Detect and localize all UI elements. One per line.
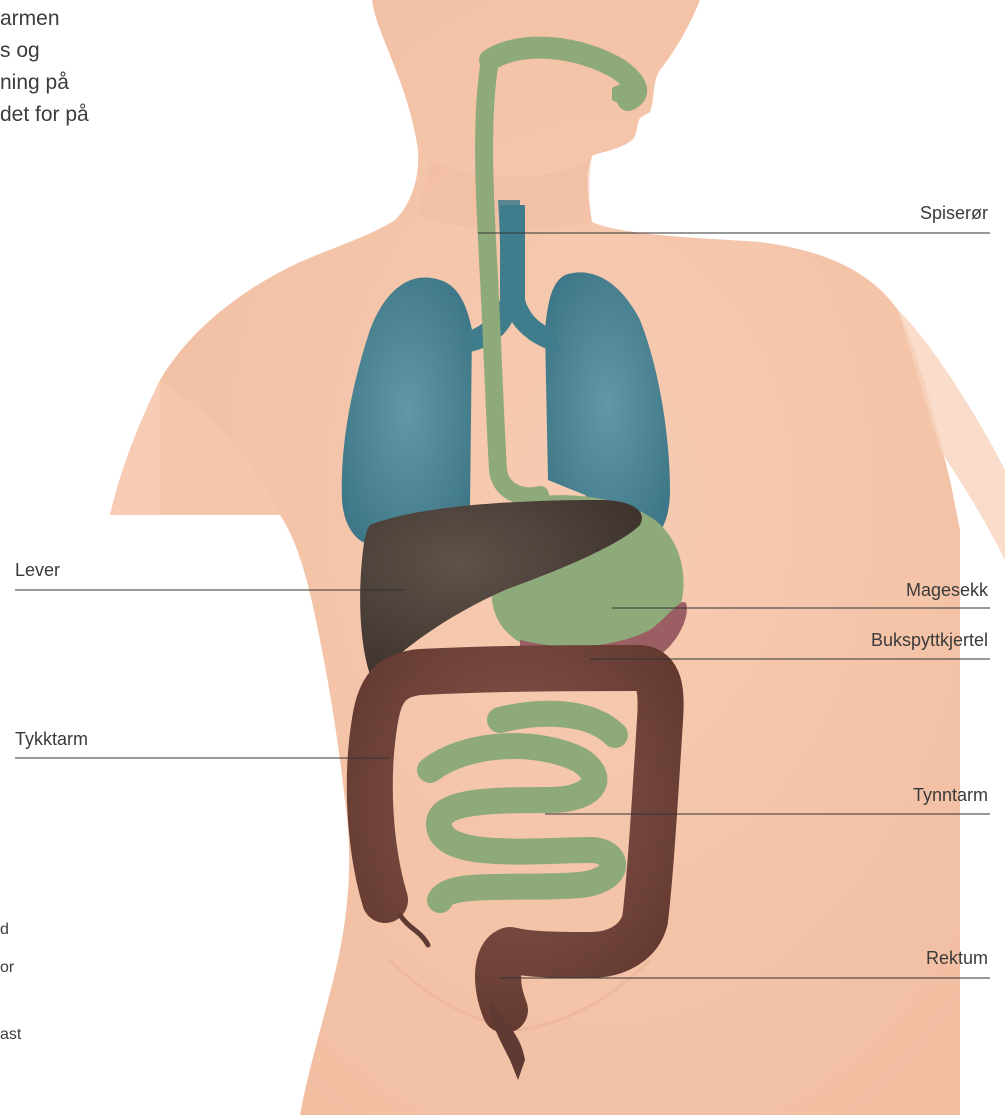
intro-fragment-line-4: det for på xyxy=(0,103,89,127)
label-tynntarm: Tynntarm xyxy=(913,785,988,805)
bottom-fragment-line-3: ast xyxy=(0,1026,21,1044)
intro-fragment-line-3: ning på xyxy=(0,71,69,95)
label-tykktarm: Tykktarm xyxy=(15,729,88,749)
label-spiseror: Spiserør xyxy=(920,203,988,223)
label-lever: Lever xyxy=(15,560,60,580)
label-magesekk: Magesekk xyxy=(906,580,988,600)
label-rektum: Rektum xyxy=(926,948,988,968)
bottom-fragment-line-2: or xyxy=(0,959,14,977)
label-bukspyttkjertel: Bukspyttkjertel xyxy=(871,630,988,650)
bottom-fragment-line-1: d xyxy=(0,921,9,939)
intro-fragment-line-2: s og xyxy=(0,39,40,63)
intro-fragment-line-1: armen xyxy=(0,7,60,31)
